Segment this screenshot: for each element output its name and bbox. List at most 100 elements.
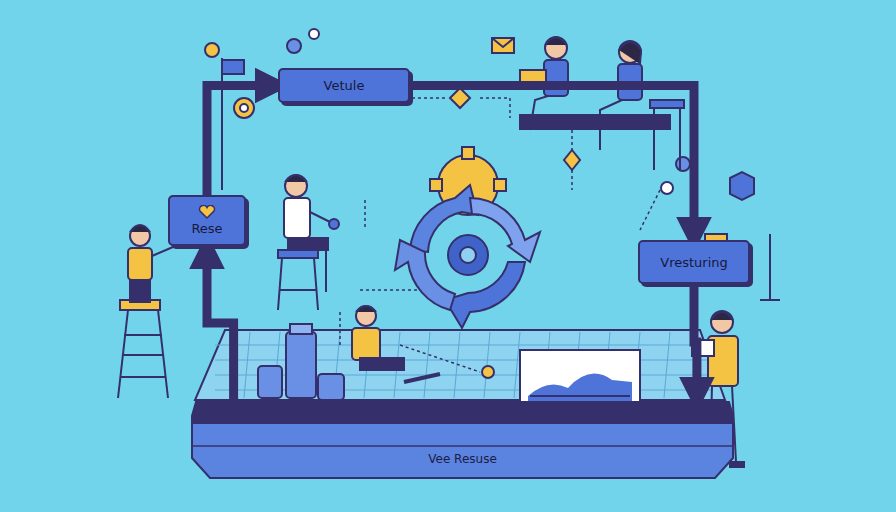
flow-arrow [410, 86, 694, 241]
platform-band-part [190, 400, 735, 480]
icons-part [450, 88, 470, 108]
process-box-part [198, 205, 216, 219]
dotted-lines-part [480, 98, 510, 118]
icons-part [661, 182, 673, 194]
icons-part [760, 299, 780, 301]
node-label: Rese [184, 221, 230, 236]
icons-part [730, 172, 754, 200]
ladder-person-part [128, 248, 152, 280]
dotted-lines-part [400, 345, 480, 372]
process-box: Vresturing [638, 240, 750, 284]
jars-part [290, 324, 312, 334]
process-box: Rese [168, 195, 246, 246]
seated-person-part [352, 328, 380, 360]
text-group: Vetule [294, 78, 394, 93]
flow-arrow [694, 284, 697, 400]
floor-grid [195, 330, 725, 400]
floor-grid-part-part [244, 332, 250, 398]
laptop-part [528, 374, 632, 404]
seated-person-part [356, 306, 376, 326]
seated-person-part [356, 306, 376, 312]
stool-person-part [329, 219, 339, 229]
top-persons-part [679, 108, 681, 170]
stool-person-part [278, 250, 318, 258]
icons-part [234, 98, 254, 118]
icons-part [240, 104, 248, 112]
cycle-icon-part-part [462, 147, 474, 159]
platform-band-part-part [192, 445, 733, 447]
ladder-person-part [130, 226, 150, 246]
stool-person-part [285, 175, 307, 197]
ladder-person-part [130, 280, 150, 302]
ladder-person-part [122, 354, 164, 356]
stool-person-part [285, 175, 307, 182]
text-group: Vresturing [654, 255, 734, 270]
cycle-icon-part [395, 240, 455, 310]
jars-part [318, 374, 344, 400]
cycle-icon-part-part [430, 179, 442, 191]
stool-person-part [310, 212, 330, 222]
platform-band: Vee Resuse [190, 400, 735, 480]
icons-part [564, 150, 580, 170]
text-group: Vee Resuse [428, 452, 497, 466]
cycle-icon-part-part [494, 179, 506, 191]
dotted-lines-part [412, 97, 448, 99]
clipboard-person-part [711, 311, 733, 333]
top-persons-part [544, 60, 568, 96]
flow-arrow [207, 86, 278, 196]
clipboard-person-part [730, 462, 744, 467]
stool-person-part [325, 250, 327, 292]
jars [258, 324, 344, 400]
process-box: Vetule [278, 68, 410, 103]
top-persons-part [520, 115, 670, 129]
icons-part [309, 29, 319, 39]
top-persons-part [545, 38, 567, 46]
ladder-person-part [130, 225, 150, 232]
stool-person-part [284, 198, 310, 238]
icons-part [482, 366, 494, 378]
icons-part [676, 157, 690, 171]
seated-person-part [404, 374, 440, 382]
node-label: Vetule [294, 78, 394, 93]
cycle-icon-part [448, 235, 488, 275]
floor-grid-part [195, 330, 725, 400]
icons-part [222, 60, 244, 74]
jars-part [286, 332, 316, 398]
icons-part [221, 58, 223, 190]
icons-part [769, 234, 771, 300]
top-persons-part [545, 37, 567, 59]
stool-person [278, 175, 339, 310]
node-label: Vresturing [654, 255, 734, 270]
platform-band-part-part [192, 402, 733, 478]
dotted-lines-part [364, 200, 366, 230]
top-persons-part [650, 100, 684, 108]
top-persons-part [530, 96, 548, 130]
top-persons [520, 37, 684, 170]
icons-part [287, 39, 301, 53]
ladder-person [118, 225, 180, 398]
dotted-lines [340, 98, 660, 372]
stool-person-part [278, 258, 282, 310]
icons-part [492, 38, 514, 53]
cycle-icon-part [460, 247, 476, 263]
stool-person-part [288, 238, 328, 250]
icons-part [492, 38, 514, 47]
stool-person-part [314, 258, 318, 310]
dotted-lines-part [339, 310, 341, 345]
dotted-lines-part [571, 130, 573, 150]
node-label: Vee Resuse [428, 452, 497, 466]
top-persons-part [619, 41, 641, 63]
dotted-lines-part [360, 289, 420, 291]
process-box-part-part [200, 205, 215, 218]
top-persons-part [619, 42, 641, 64]
icons-part [205, 43, 219, 57]
stool-person-part [280, 289, 316, 291]
floor-grid-part-part [664, 332, 670, 398]
seated-person [352, 306, 440, 382]
top-persons-part [600, 100, 622, 150]
laptop-part [530, 395, 630, 397]
jars-part [258, 366, 282, 398]
dotted-lines-part [571, 170, 573, 190]
